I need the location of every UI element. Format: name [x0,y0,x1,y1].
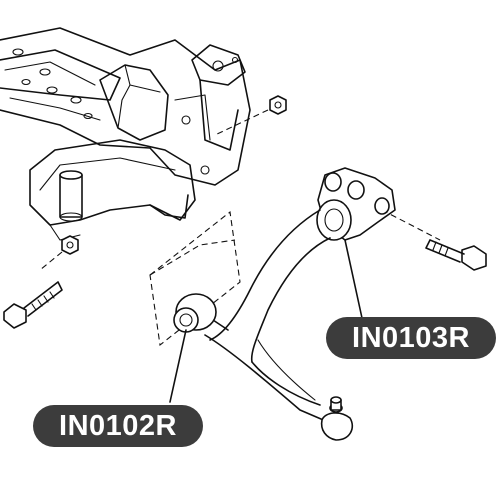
leader-right [344,239,363,319]
cradle-bracket [29,139,196,241]
placement-box [149,210,241,347]
leader-left [169,329,187,403]
rear-bushing-mount [316,167,396,241]
alignment-line-right [381,209,441,241]
nut-left [61,235,79,255]
alignment-line-left [39,251,63,271]
subframe [0,27,251,186]
alignment-line-top [214,109,269,136]
part-label-in0102r: IN0102R [33,405,203,447]
part-label-in0103r: IN0103R [326,317,496,359]
bolt-left [3,281,63,329]
bolt-right [425,239,487,271]
lower-control-arm [173,209,354,441]
nut-top [269,95,287,115]
alignment-line-mid [149,239,236,276]
